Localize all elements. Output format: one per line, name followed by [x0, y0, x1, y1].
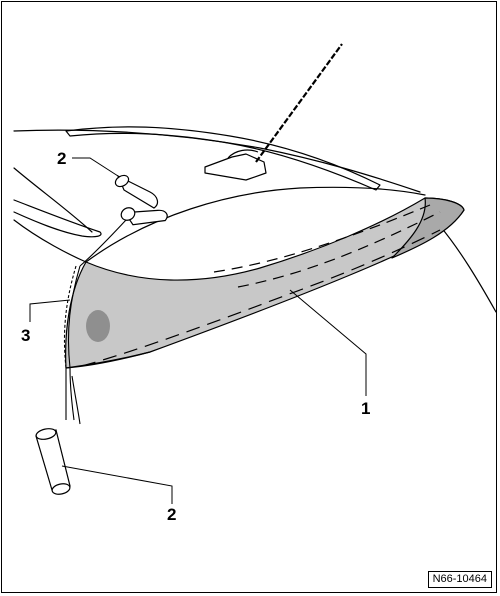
- adhesive-cylinder-bottom-icon: [35, 428, 71, 495]
- roof-edge-line: [13, 129, 421, 193]
- figure-code: N66-10464: [427, 571, 492, 588]
- hatch-left-edge-2: [13, 219, 87, 263]
- spoiler-light: [86, 310, 110, 342]
- body-right-line: [439, 225, 497, 313]
- leader-line-2-bottom: [61, 465, 173, 504]
- adhesive-cylinder-icon: [114, 174, 168, 226]
- callout-3: 3: [21, 326, 30, 345]
- roof-antenna-icon: [204, 43, 343, 181]
- callout-2-bottom: 2: [167, 505, 176, 524]
- double-sided-tape: [63, 219, 127, 425]
- roof-rail: [65, 126, 381, 191]
- leader-lines: [29, 157, 367, 504]
- leader-line-1: [289, 289, 367, 396]
- rear-window-edge: [85, 186, 426, 263]
- left-pillar-trim: [13, 199, 102, 238]
- callout-1: 1: [361, 399, 370, 418]
- callout-2-top: 2: [57, 149, 66, 168]
- rear-spoiler: [65, 197, 465, 369]
- leader-line-2-top: [72, 157, 119, 177]
- leader-line-3: [29, 299, 71, 322]
- hatch-left-edge: [13, 167, 93, 233]
